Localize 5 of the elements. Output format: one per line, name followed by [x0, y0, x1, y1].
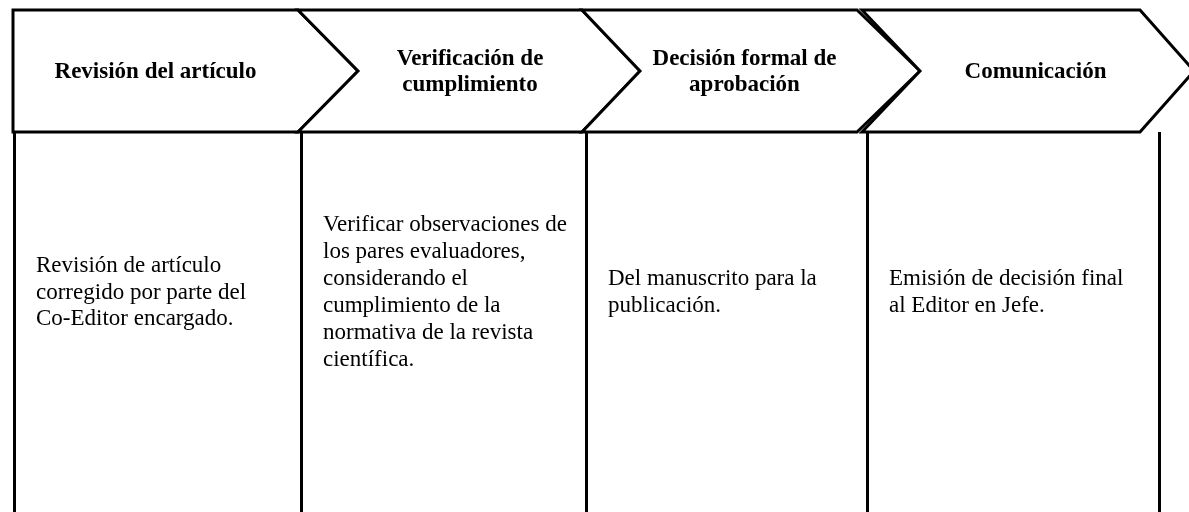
step-heading: Revisión del artículo	[54, 57, 257, 85]
step-description: Emisión de decisión final al Editor en Jefe.	[889, 265, 1125, 319]
step-description: Revisión de artículo corregido por parte del Co-Editor encargado.	[36, 251, 248, 333]
step-description: Verificar observaciones de los pares evaluadores, considerando el cumplimiento de la normativa de la revista científica.	[323, 211, 568, 373]
step-description: Del manuscrito para la publicación.	[608, 265, 818, 319]
